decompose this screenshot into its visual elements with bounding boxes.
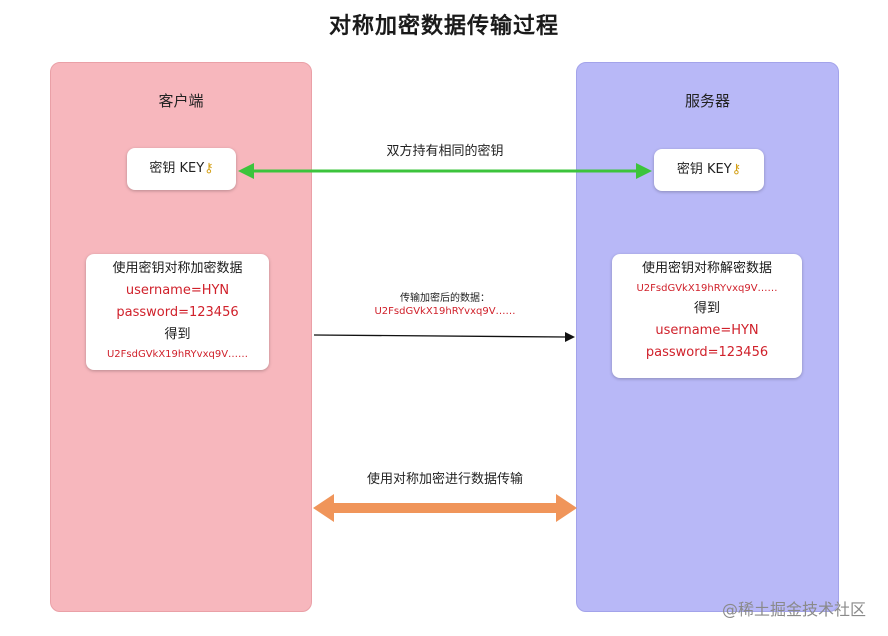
encrypt-username: username=HYN [125,283,230,298]
server-title: 服务器 [684,92,730,110]
encrypt-result-label: 得到 [164,327,191,342]
transfer-label: 传输加密后的数据： [400,293,490,304]
diagram-title: 对称加密数据传输过程 [328,14,559,39]
shared-key-label: 双方持有相同的密钥 [386,144,504,159]
client-title: 客户端 [158,92,204,110]
decrypt-heading: 使用密钥对称解密数据 [641,261,772,276]
transfer-ciphertext: U2FsdGVkX19hRYvxq9V…… [374,306,516,317]
encrypt-ciphertext: U2FsdGVkX19hRYvxq9V…… [106,349,249,360]
client-key-label: 密钥 KEY [149,161,205,176]
transfer-arrow [313,332,575,342]
key-icon: ⚷ [204,161,214,176]
client-key-card: 密钥 KEY⚷ [127,148,236,190]
shared-key-arrow [238,163,652,179]
client-encrypt-card: 使用密钥对称加密数据 username=HYN password=123456 … [86,254,269,370]
decrypt-result-label: 得到 [693,301,720,316]
decrypt-username: username=HYN [655,323,759,338]
watermark: @稀土掘金技术社区 [721,600,866,619]
symmetric-label: 使用对称加密进行数据传输 [366,472,523,487]
decrypt-ciphertext: U2FsdGVkX19hRYvxq9V…… [636,283,778,294]
server-decrypt-card: 使用密钥对称解密数据 U2FsdGVkX19hRYvxq9V…… 得到 user… [612,254,802,378]
server-key-label: 密钥 KEY [676,162,732,177]
encrypt-password: password=123456 [116,305,239,320]
decrypt-password: password=123456 [645,345,769,360]
key-icon: ⚷ [731,162,742,177]
symmetric-arrow [313,494,577,522]
server-key-card: 密钥 KEY⚷ [654,149,764,191]
encrypt-heading: 使用密钥对称加密数据 [112,261,243,276]
